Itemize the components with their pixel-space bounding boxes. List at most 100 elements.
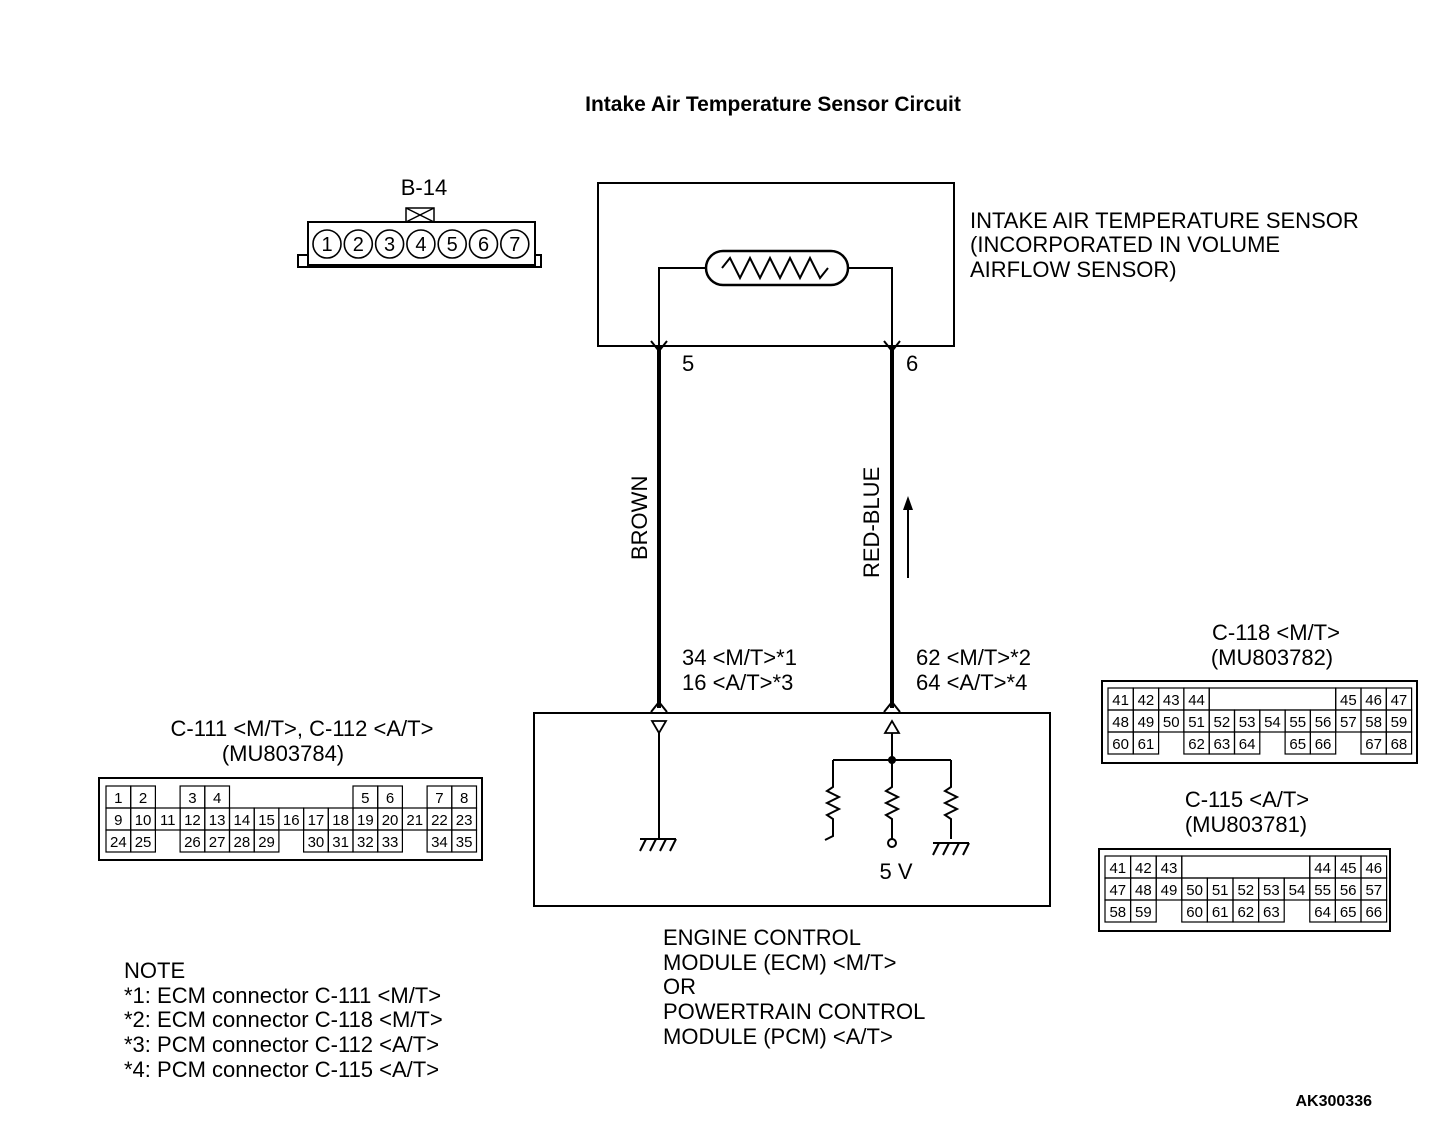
connector-pin-number: 48 <box>1112 714 1129 731</box>
connector-pin-number: 1 <box>114 790 122 807</box>
wire-color-brown-label: BROWN <box>627 476 652 560</box>
connector-pin-cell <box>130 829 156 853</box>
connector-pin-number: 4 <box>213 790 221 807</box>
connector-terminal-icon <box>650 700 668 713</box>
control-module-label-line: POWERTRAIN CONTROL <box>663 999 925 1024</box>
control-module-label-line: ENGINE CONTROL <box>663 925 861 950</box>
note-line: *2: ECM connector C-118 <M/T> <box>124 1007 443 1032</box>
connector-pin-number: 9 <box>114 812 122 829</box>
thermistor-icon <box>704 249 850 287</box>
control-module-label-line: OR <box>663 974 696 999</box>
note-block: NOTE *1: ECM connector C-111 <M/T> *2: E… <box>124 958 443 1082</box>
connector-pin-number: 66 <box>1365 904 1382 921</box>
ecm-terminal-left-line: 16 <A/T>*3 <box>682 670 793 695</box>
sensor-pin-6-label: 6 <box>906 351 918 376</box>
connector-pin-number: 6 <box>386 790 394 807</box>
connector-terminal-icon <box>883 700 901 713</box>
resistor-icon <box>883 760 901 848</box>
connector-pin-number: 42 <box>1135 860 1152 877</box>
connector-pin-cell <box>1132 731 1160 755</box>
connector-pin-number: 65 <box>1340 904 1357 921</box>
connector-pin-number: 63 <box>1214 736 1231 753</box>
connector-pin-number: 43 <box>1161 860 1178 877</box>
connector-b14-pin <box>406 229 436 259</box>
connector-pin-number: 7 <box>435 790 443 807</box>
connector-pin-number: 24 <box>110 834 127 851</box>
ground-icon <box>639 838 677 852</box>
connector-pin-cell <box>253 829 280 853</box>
wire-red-blue: 6 RED-BLUE 62 <M/T>*2 64 <A/T>*4 <box>859 340 1031 713</box>
connector-pin-number: 58 <box>1109 904 1126 921</box>
connector-pin-number: 50 <box>1186 882 1203 899</box>
ecm-terminal-left-line: 34 <M/T>*1 <box>682 645 797 670</box>
connector-pin-number: 60 <box>1112 736 1129 753</box>
control-module-label: ENGINE CONTROL MODULE (ECM) <M/T> OR POW… <box>663 925 925 1049</box>
connector-pin-number: 30 <box>308 834 325 851</box>
control-module: 5 V ENGINE CONTROL MODULE (ECM) <M/T> OR… <box>533 712 1051 1049</box>
control-module-label-line: MODULE (PCM) <A/T> <box>663 1024 893 1049</box>
connector-b14-latch-icon <box>405 207 435 223</box>
connector-pin-cell <box>1309 731 1337 755</box>
connector-pin-number: 59 <box>1135 904 1152 921</box>
connector-pin-number: 20 <box>382 812 399 829</box>
connector-pin-number: 51 <box>1188 714 1205 731</box>
ground-icon <box>932 842 970 856</box>
sensor-lead-right <box>848 267 893 346</box>
connector-pin-number: 45 <box>1340 860 1357 877</box>
connector-pin-number: 23 <box>456 812 473 829</box>
note-line: *1: ECM connector C-111 <M/T> <box>124 983 441 1008</box>
sensor-lead-left <box>658 267 706 346</box>
connector-pin-number: 49 <box>1138 714 1155 731</box>
connector-b14-pin-number: 4 <box>415 234 426 256</box>
connector-pin-number: 47 <box>1109 882 1126 899</box>
resistor-icon <box>942 760 960 839</box>
connector-pin-number: 56 <box>1340 882 1357 899</box>
connector-pin-cell <box>1233 731 1261 755</box>
connector-key-slot <box>1208 687 1337 711</box>
connector-b14-pin-number: 2 <box>353 234 364 256</box>
connector-pin-number: 44 <box>1314 860 1331 877</box>
connector-pin-number: 43 <box>1163 692 1180 709</box>
connector-pin-number: 47 <box>1391 692 1408 709</box>
connector-pin-number: 27 <box>209 834 226 851</box>
connector-pin-cell <box>1360 899 1388 923</box>
connector-pin-number: 51 <box>1212 882 1229 899</box>
connector-pin-cell <box>1129 899 1157 923</box>
connector-pin-number: 29 <box>258 834 275 851</box>
connector-pin-number: 61 <box>1212 904 1229 921</box>
connector-pin-number: 11 <box>160 812 176 829</box>
connector-c115-part: (MU803781) <box>1185 812 1307 837</box>
connector-pin-number: 55 <box>1289 714 1306 731</box>
connector-pin-number: 68 <box>1391 736 1408 753</box>
connector-pin-number: 21 <box>406 812 423 829</box>
connector-b14-pin-number: 7 <box>509 234 520 256</box>
connector-pin-number: 54 <box>1289 882 1306 899</box>
connector-pin-number: 52 <box>1214 714 1231 731</box>
connector-pin-number: 44 <box>1188 692 1205 709</box>
connector-pin-number: 41 <box>1112 692 1129 709</box>
connector-pin-number: 33 <box>382 834 399 851</box>
connector-c115-title: C-115 <A/T> <box>1185 787 1309 812</box>
sensor-housing <box>597 182 955 347</box>
connector-pin-number: 41 <box>1109 860 1126 877</box>
connector-pin-cell <box>1257 899 1285 923</box>
connector-c111-part: (MU803784) <box>222 741 344 766</box>
control-module-label-line: MODULE (ECM) <M/T> <box>663 950 896 975</box>
connector-pin-number: 63 <box>1263 904 1280 921</box>
control-module-box <box>533 712 1051 907</box>
connector-pin-number: 8 <box>460 790 468 807</box>
connector-pin-number: 66 <box>1315 736 1332 753</box>
connector-c111-title: C-111 <M/T>, C-112 <A/T> <box>171 716 434 741</box>
connector-pin-number: 14 <box>234 812 251 829</box>
sensor-label-line: INTAKE AIR TEMPERATURE SENSOR <box>970 208 1359 233</box>
supply-voltage-label: 5 V <box>879 859 912 884</box>
connector-pin-number: 64 <box>1239 736 1256 753</box>
connector-pin-number: 22 <box>431 812 448 829</box>
connector-pin-number: 12 <box>184 812 201 829</box>
connector-pin-number: 57 <box>1340 714 1357 731</box>
